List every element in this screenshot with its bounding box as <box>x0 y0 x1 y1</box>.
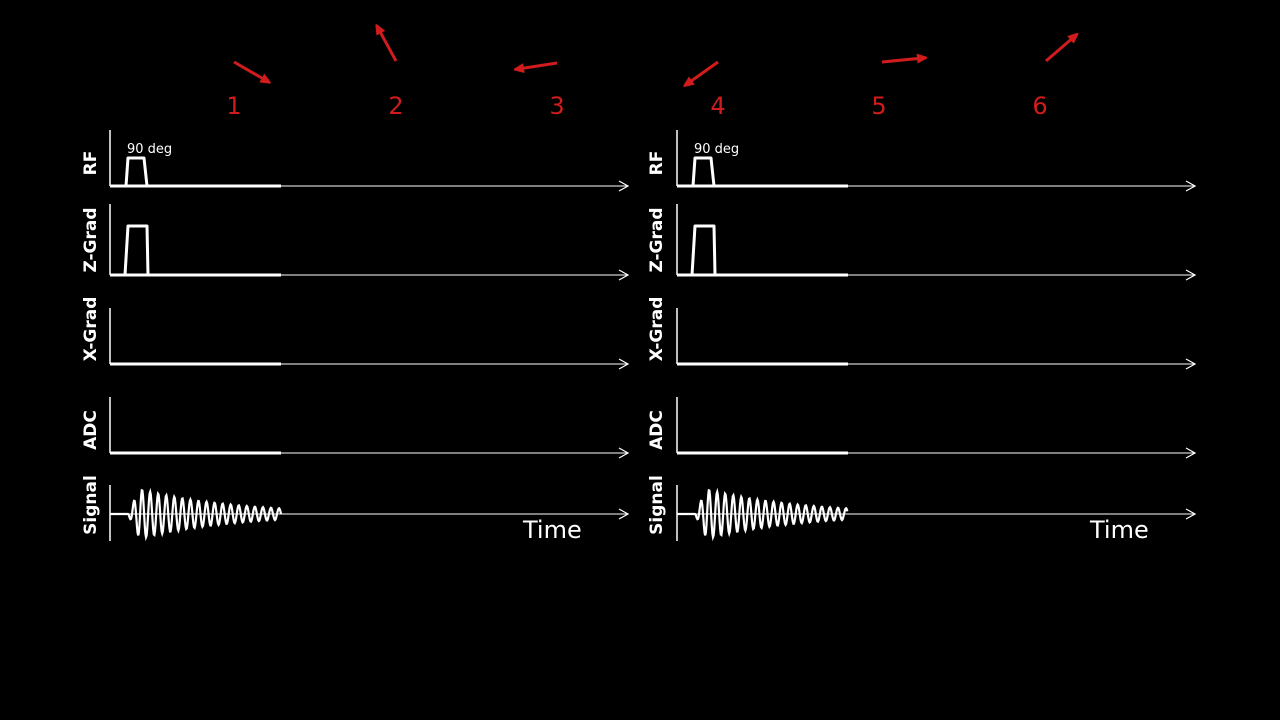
row-label-adc: ADC <box>81 410 101 450</box>
rf-pulse-label: 90 deg <box>694 142 739 157</box>
sequence-panel-right: RF Z-Grad X-Grad ADC Signal 90 deg Time <box>647 130 1197 544</box>
rf-pulse-label: 90 deg <box>127 142 172 157</box>
row-label-z-grad: Z-Grad <box>647 207 667 272</box>
sequence-panel-left: RF Z-Grad X-Grad ADC Signal 90 deg Time <box>81 130 630 544</box>
time-axis-arrow-icon <box>1185 269 1197 281</box>
signal-fid <box>677 487 849 542</box>
row-label-signal: Signal <box>81 475 101 535</box>
magnetization-arrow-icon <box>687 60 719 84</box>
time-axis-arrow-icon <box>1185 358 1197 370</box>
time-axis-label: Time <box>1089 516 1149 544</box>
magnetization-arrow-icon <box>881 58 923 62</box>
signal-fid <box>110 487 283 542</box>
row-label-rf: RF <box>81 151 101 176</box>
row-label-signal: Signal <box>647 475 667 535</box>
magnetization-arrows <box>233 28 1075 84</box>
time-axis-arrow-icon <box>1185 180 1197 192</box>
time-axis-arrow-icon <box>618 358 630 370</box>
row-label-z-grad: Z-Grad <box>81 207 101 272</box>
step-numbers: 1 2 3 4 5 6 <box>226 92 1047 120</box>
time-axis-arrow-icon <box>618 269 630 281</box>
magnetization-arrow-icon <box>378 28 398 62</box>
time-axis-arrow-icon <box>618 508 630 520</box>
row-label-x-grad: X-Grad <box>81 297 101 362</box>
step-number-5: 5 <box>871 92 886 120</box>
magnetization-arrow-icon <box>1045 36 1075 63</box>
z-gradient-pulse <box>677 224 717 277</box>
step-number-3: 3 <box>549 92 564 120</box>
step-number-6: 6 <box>1032 92 1047 120</box>
time-axis-label: Time <box>522 516 582 544</box>
row-label-x-grad: X-Grad <box>647 297 667 362</box>
rf-pulse <box>110 156 149 188</box>
time-axis-arrow-icon <box>1185 447 1197 459</box>
time-axis-arrow-icon <box>1185 508 1197 520</box>
step-number-2: 2 <box>388 92 403 120</box>
z-gradient-pulse <box>110 224 150 277</box>
time-axis-arrow-icon <box>618 447 630 459</box>
rf-pulse <box>677 156 716 188</box>
step-number-1: 1 <box>226 92 241 120</box>
step-number-4: 4 <box>710 92 725 120</box>
magnetization-arrow-icon <box>233 60 267 81</box>
row-label-adc: ADC <box>647 410 667 450</box>
time-axis-arrow-icon <box>618 180 630 192</box>
row-label-rf: RF <box>647 151 667 176</box>
magnetization-arrow-icon <box>518 61 558 69</box>
